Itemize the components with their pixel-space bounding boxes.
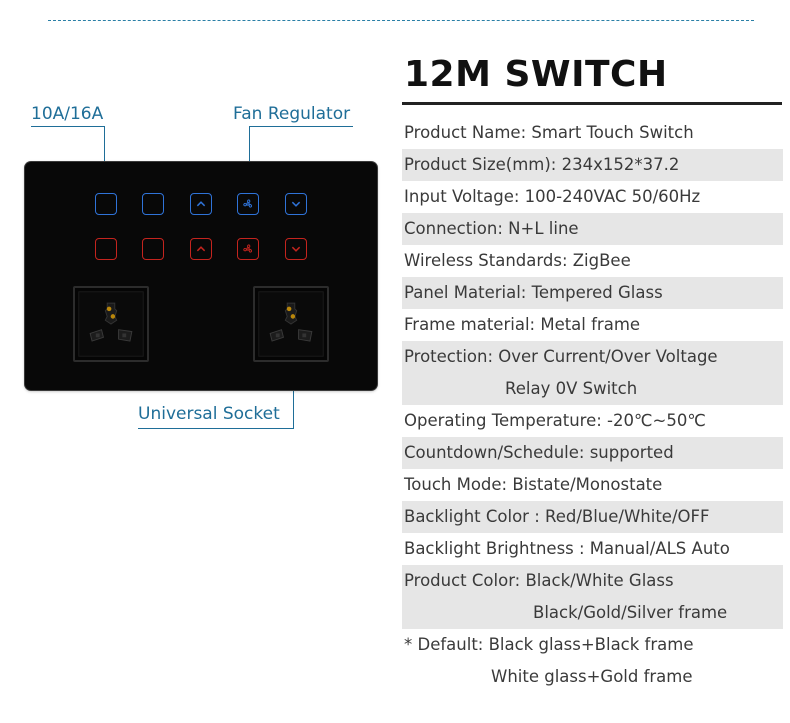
- universal-socket-right: [253, 286, 329, 362]
- switch-panel: [25, 162, 377, 390]
- touch-button-2-blue[interactable]: [142, 193, 164, 215]
- spec-product-color: Product Color: Black/White Glass: [402, 565, 783, 597]
- socket-outlet-icon: [258, 291, 324, 357]
- fan-button-red[interactable]: [237, 238, 259, 260]
- spec-product-name: Product Name: Smart Touch Switch: [404, 123, 694, 142]
- fan-speed-up-button-red[interactable]: [190, 238, 212, 260]
- callout-current-label: 10A/16A: [31, 104, 104, 124]
- spec-wireless-standards: Wireless Standards: ZigBee: [404, 251, 631, 270]
- chevron-up-icon: [196, 201, 206, 207]
- callout-current-vline: [104, 126, 105, 184]
- spec-protection: Protection: Over Current/Over Voltage: [402, 341, 783, 373]
- fan-icon: [243, 244, 253, 253]
- fan-speed-down-button-red[interactable]: [285, 238, 307, 260]
- spec-default: * Default: Black glass+Black frame: [404, 635, 694, 654]
- touch-button-1-red[interactable]: [95, 238, 117, 260]
- spec-frame-material: Frame material: Metal frame: [404, 315, 641, 334]
- callout-fan-hline: [249, 126, 353, 127]
- spec-connection: Connection: N+L line: [402, 213, 783, 245]
- callout-socket-label: Universal Socket: [138, 404, 280, 424]
- title-underline: [402, 102, 782, 105]
- socket-outlet-icon: [78, 291, 144, 357]
- spec-operating-temperature: Operating Temperature: -20℃~50℃: [404, 411, 706, 430]
- chevron-up-icon: [196, 246, 206, 252]
- spec-touch-mode: Touch Mode: Bistate/Monostate: [404, 475, 663, 494]
- touch-button-1-blue[interactable]: [95, 193, 117, 215]
- spec-input-voltage: Input Voltage: 100-240VAC 50/60Hz: [404, 187, 701, 206]
- spec-product-color-cont: Black/Gold/Silver frame: [402, 597, 783, 629]
- callout-fan-vline: [249, 126, 250, 184]
- spec-default-cont: White glass+Gold frame: [491, 667, 693, 686]
- callout-socket-hline: [138, 428, 294, 429]
- spec-product-size: Product Size(mm): 234x152*37.2: [402, 149, 783, 181]
- callout-fan-label: Fan Regulator: [233, 104, 351, 124]
- spec-backlight-color: Backlight Color : Red/Blue/White/OFF: [402, 501, 783, 533]
- spec-list: Product Name: Smart Touch Switch Product…: [402, 117, 783, 693]
- spec-protection-cont: Relay 0V Switch: [402, 373, 783, 405]
- spec-backlight-brightness: Backlight Brightness : Manual/ALS Auto: [404, 539, 730, 558]
- top-dashed-divider: [48, 20, 754, 21]
- universal-socket-left: [73, 286, 149, 362]
- callout-socket-vline: [293, 371, 294, 429]
- spec-panel-material: Panel Material: Tempered Glass: [402, 277, 783, 309]
- callout-current-hline: [31, 126, 105, 127]
- fan-speed-down-button-blue[interactable]: [285, 193, 307, 215]
- chevron-down-icon: [291, 246, 301, 252]
- fan-icon: [243, 199, 253, 208]
- spec-countdown-schedule: Countdown/Schedule: supported: [402, 437, 783, 469]
- chevron-down-icon: [291, 201, 301, 207]
- product-title: 12M SWITCH: [404, 54, 668, 95]
- touch-button-2-red[interactable]: [142, 238, 164, 260]
- fan-button-blue[interactable]: [237, 193, 259, 215]
- fan-speed-up-button-blue[interactable]: [190, 193, 212, 215]
